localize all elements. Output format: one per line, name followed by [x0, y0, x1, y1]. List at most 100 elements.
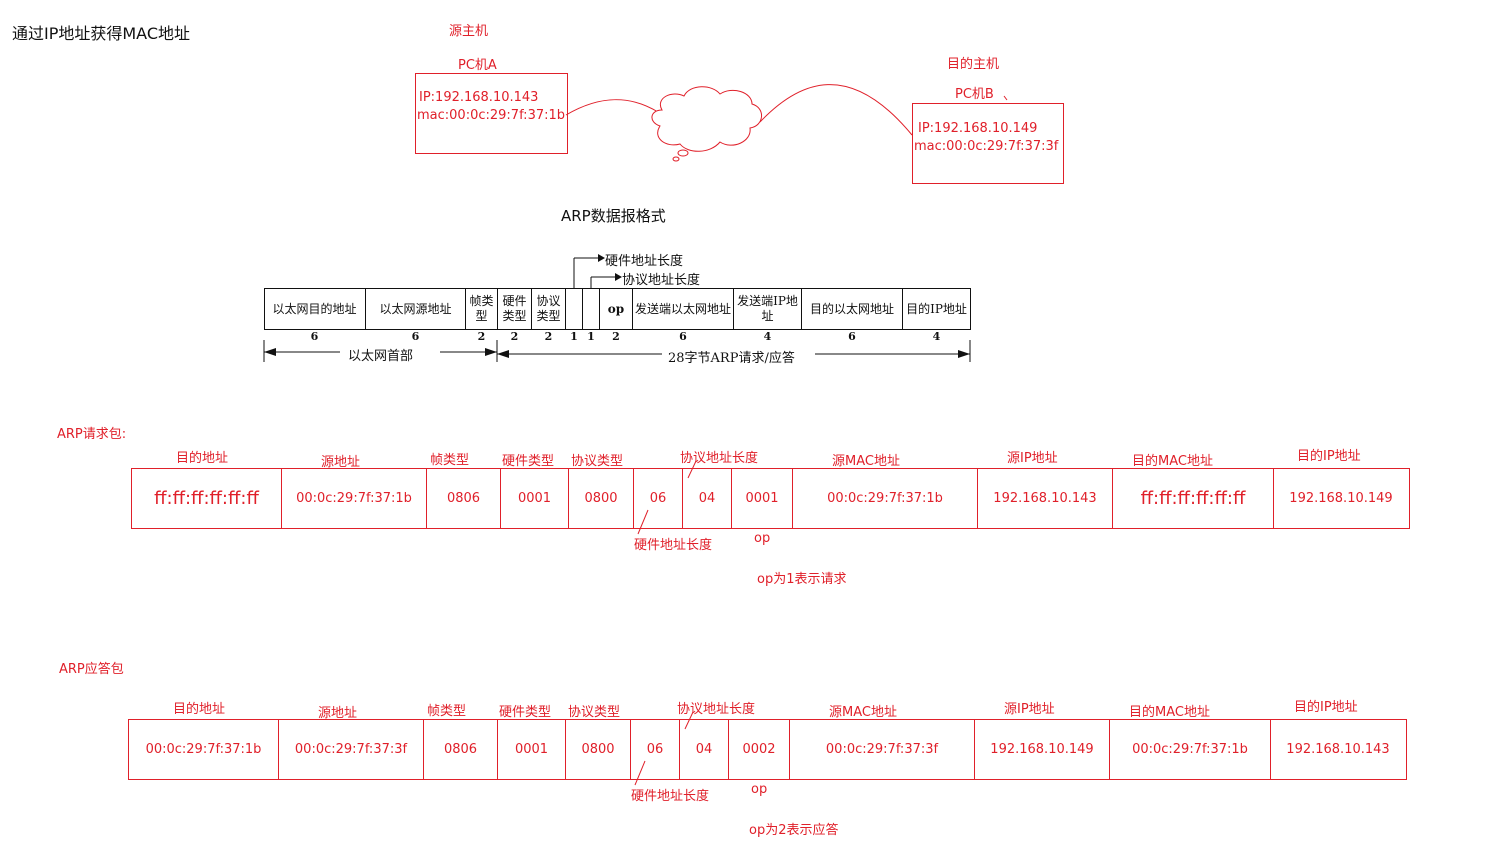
host-a-mac: mac:00:0c:29:7f:37:1b: [417, 108, 566, 123]
reply-header: 协议类型: [568, 705, 621, 720]
reply-hw-len-note: 硬件地址长度: [631, 789, 710, 804]
format-size: 2: [510, 330, 519, 343]
format-field: [566, 289, 583, 329]
reply-packet-row: 00:0c:29:7f:37:1b 00:0c:29:7f:37:3f 0806…: [128, 719, 1407, 780]
reply-header: 目的IP地址: [1294, 700, 1358, 715]
link-b-curve: [759, 84, 913, 136]
request-field: ff:ff:ff:ff:ff:ff: [1113, 469, 1274, 528]
reply-field: 192.168.10.149: [975, 720, 1110, 779]
arrow-head: [598, 254, 605, 262]
arrow-head: [485, 348, 497, 356]
request-field: ff:ff:ff:ff:ff:ff: [132, 469, 282, 528]
host-a-box: IP:192.168.10.143 mac:00:0c:29:7f:37:1b: [415, 73, 568, 154]
request-header: 协议地址长度: [680, 451, 759, 466]
format-size: 6: [411, 330, 420, 343]
format-field: 目的IP地址: [903, 289, 971, 329]
format-size: 2: [544, 330, 553, 343]
reply-field: 04: [680, 720, 729, 779]
reply-field: 00:0c:29:7f:37:3f: [279, 720, 424, 779]
request-label: ARP请求包:: [57, 427, 127, 442]
format-field: 以太网源地址: [366, 289, 466, 329]
request-field: 00:0c:29:7f:37:1b: [793, 469, 978, 528]
dest-name-label: PC机B: [955, 87, 994, 102]
request-field: 0806: [427, 469, 501, 528]
source-name-label: PC机A: [458, 58, 497, 73]
reply-field: 192.168.10.143: [1286, 742, 1390, 757]
link-a-curve: [565, 99, 659, 116]
format-field: [583, 289, 600, 329]
cloud-tail-bubble-small: [672, 156, 680, 162]
page-title: 通过IP地址获得MAC地址: [12, 24, 191, 43]
arrow-head: [615, 273, 622, 281]
arrow-head: [264, 348, 276, 356]
reply-field: 0806: [424, 720, 498, 779]
reply-field: 00:0c:29:7f:37:1b: [1110, 720, 1271, 779]
host-b-mac: mac:00:0c:29:7f:37:3f: [914, 139, 1059, 154]
format-field: 帧类型: [466, 289, 498, 329]
request-proto-len-pointer: [687, 460, 697, 479]
format-size: 2: [612, 330, 620, 343]
reply-field: 06: [631, 720, 680, 779]
reply-field: 00:0c:29:7f:37:3f: [790, 720, 975, 779]
reply-field: 0001: [498, 720, 566, 779]
reply-label: ARP应答包: [59, 662, 124, 677]
request-op-meaning: op为1表示请求: [757, 572, 847, 587]
format-field: 发送端IP地址: [734, 289, 802, 329]
reply-op-meaning: op为2表示应答: [749, 823, 839, 838]
format-size: 6: [310, 330, 319, 343]
arp-length-label: 28字节ARP请求/应答: [668, 351, 795, 366]
request-header: 目的地址: [176, 451, 229, 466]
format-size: 4: [932, 330, 941, 343]
request-field: 06: [634, 469, 683, 528]
format-field: 发送端以太网地址: [633, 289, 734, 329]
arrow-head: [958, 350, 970, 358]
host-a-ip: IP:192.168.10.143: [419, 90, 539, 105]
request-header: 协议类型: [571, 454, 624, 469]
proto-len-annotation: 协议地址长度: [622, 273, 701, 288]
format-size: 1: [587, 330, 595, 343]
request-field: 0001: [501, 469, 569, 528]
reply-header: 帧类型: [427, 704, 467, 719]
request-header: 源地址: [321, 455, 361, 470]
request-field: 192.168.10.143: [978, 469, 1113, 528]
reply-header: 源地址: [318, 706, 358, 721]
request-hw-len-pointer: [637, 509, 649, 535]
request-header: 源IP地址: [1007, 451, 1058, 466]
hw-len-annotation: 硬件地址长度: [605, 254, 684, 269]
dest-role-label: 目的主机: [947, 57, 1000, 72]
format-size: 4: [763, 330, 772, 343]
format-field: 以太网目的地址: [264, 289, 366, 329]
request-field: 0001: [732, 469, 793, 528]
host-b-ip: IP:192.168.10.149: [918, 121, 1038, 136]
reply-field: 0800: [566, 720, 631, 779]
request-header: 目的MAC地址: [1132, 454, 1213, 469]
request-field: 192.168.10.149: [1289, 491, 1393, 506]
format-field: op: [600, 289, 633, 329]
request-field: 04: [683, 469, 732, 528]
reply-field: 00:0c:29:7f:37:1b: [129, 720, 279, 779]
reply-field: 0002: [729, 720, 790, 779]
format-size: 1: [570, 330, 578, 343]
arrow-head: [497, 350, 509, 358]
host-b-box: IP:192.168.10.149 mac:00:0c:29:7f:37:3f: [912, 103, 1064, 184]
request-hw-len-note: 硬件地址长度: [634, 538, 713, 553]
request-packet-row: ff:ff:ff:ff:ff:ff 00:0c:29:7f:37:1b 0806…: [131, 468, 1410, 529]
request-header: 硬件类型: [502, 454, 555, 469]
format-field: 目的以太网地址: [802, 289, 903, 329]
reply-header: 源MAC地址: [829, 705, 897, 720]
format-field: 硬件类型: [498, 289, 532, 329]
reply-header: 目的地址: [173, 702, 226, 717]
reply-proto-len-pointer: [684, 711, 694, 730]
host-b-tick: [1003, 95, 1008, 101]
eth-header-label: 以太网首部: [348, 349, 414, 364]
format-title: ARP数据报格式: [561, 207, 666, 225]
cloud-tail-bubble: [677, 149, 689, 157]
reply-header: 协议地址长度: [677, 702, 756, 717]
format-size: 6: [848, 330, 856, 343]
reply-header: 硬件类型: [499, 705, 552, 720]
reply-header: 源IP地址: [1004, 702, 1055, 717]
source-role-label: 源主机: [449, 24, 489, 39]
